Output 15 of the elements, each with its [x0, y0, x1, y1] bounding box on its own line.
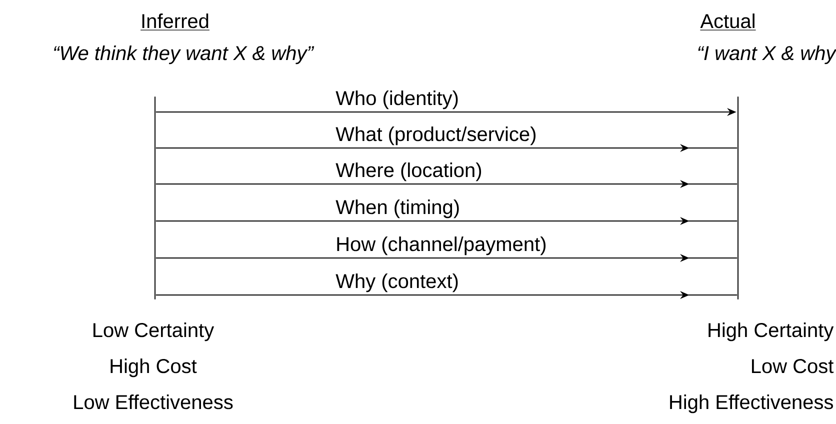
- node-label: High Certainty: [708, 322, 834, 342]
- quote: “We think they want X & why”: [54, 46, 314, 64]
- edge-label: Who (identity): [336, 90, 458, 110]
- edge-label: Where (location): [336, 162, 482, 182]
- node-label: Low Effectiveness: [74, 394, 233, 410]
- heading: Actual: [700, 14, 756, 30]
- edge-label: Why (context): [336, 274, 458, 292]
- heading: Inferred: [140, 14, 210, 30]
- node-label: High Effectiveness: [670, 394, 833, 414]
- edge-label: How (channel/payment): [337, 236, 546, 256]
- edge-label: What (product/service): [336, 126, 536, 146]
- node-label: High Cost: [110, 358, 197, 378]
- node-label: Low Certainty: [94, 322, 214, 342]
- node-label: Low Cost: [752, 359, 834, 374]
- edge-label: When (timing): [336, 200, 459, 218]
